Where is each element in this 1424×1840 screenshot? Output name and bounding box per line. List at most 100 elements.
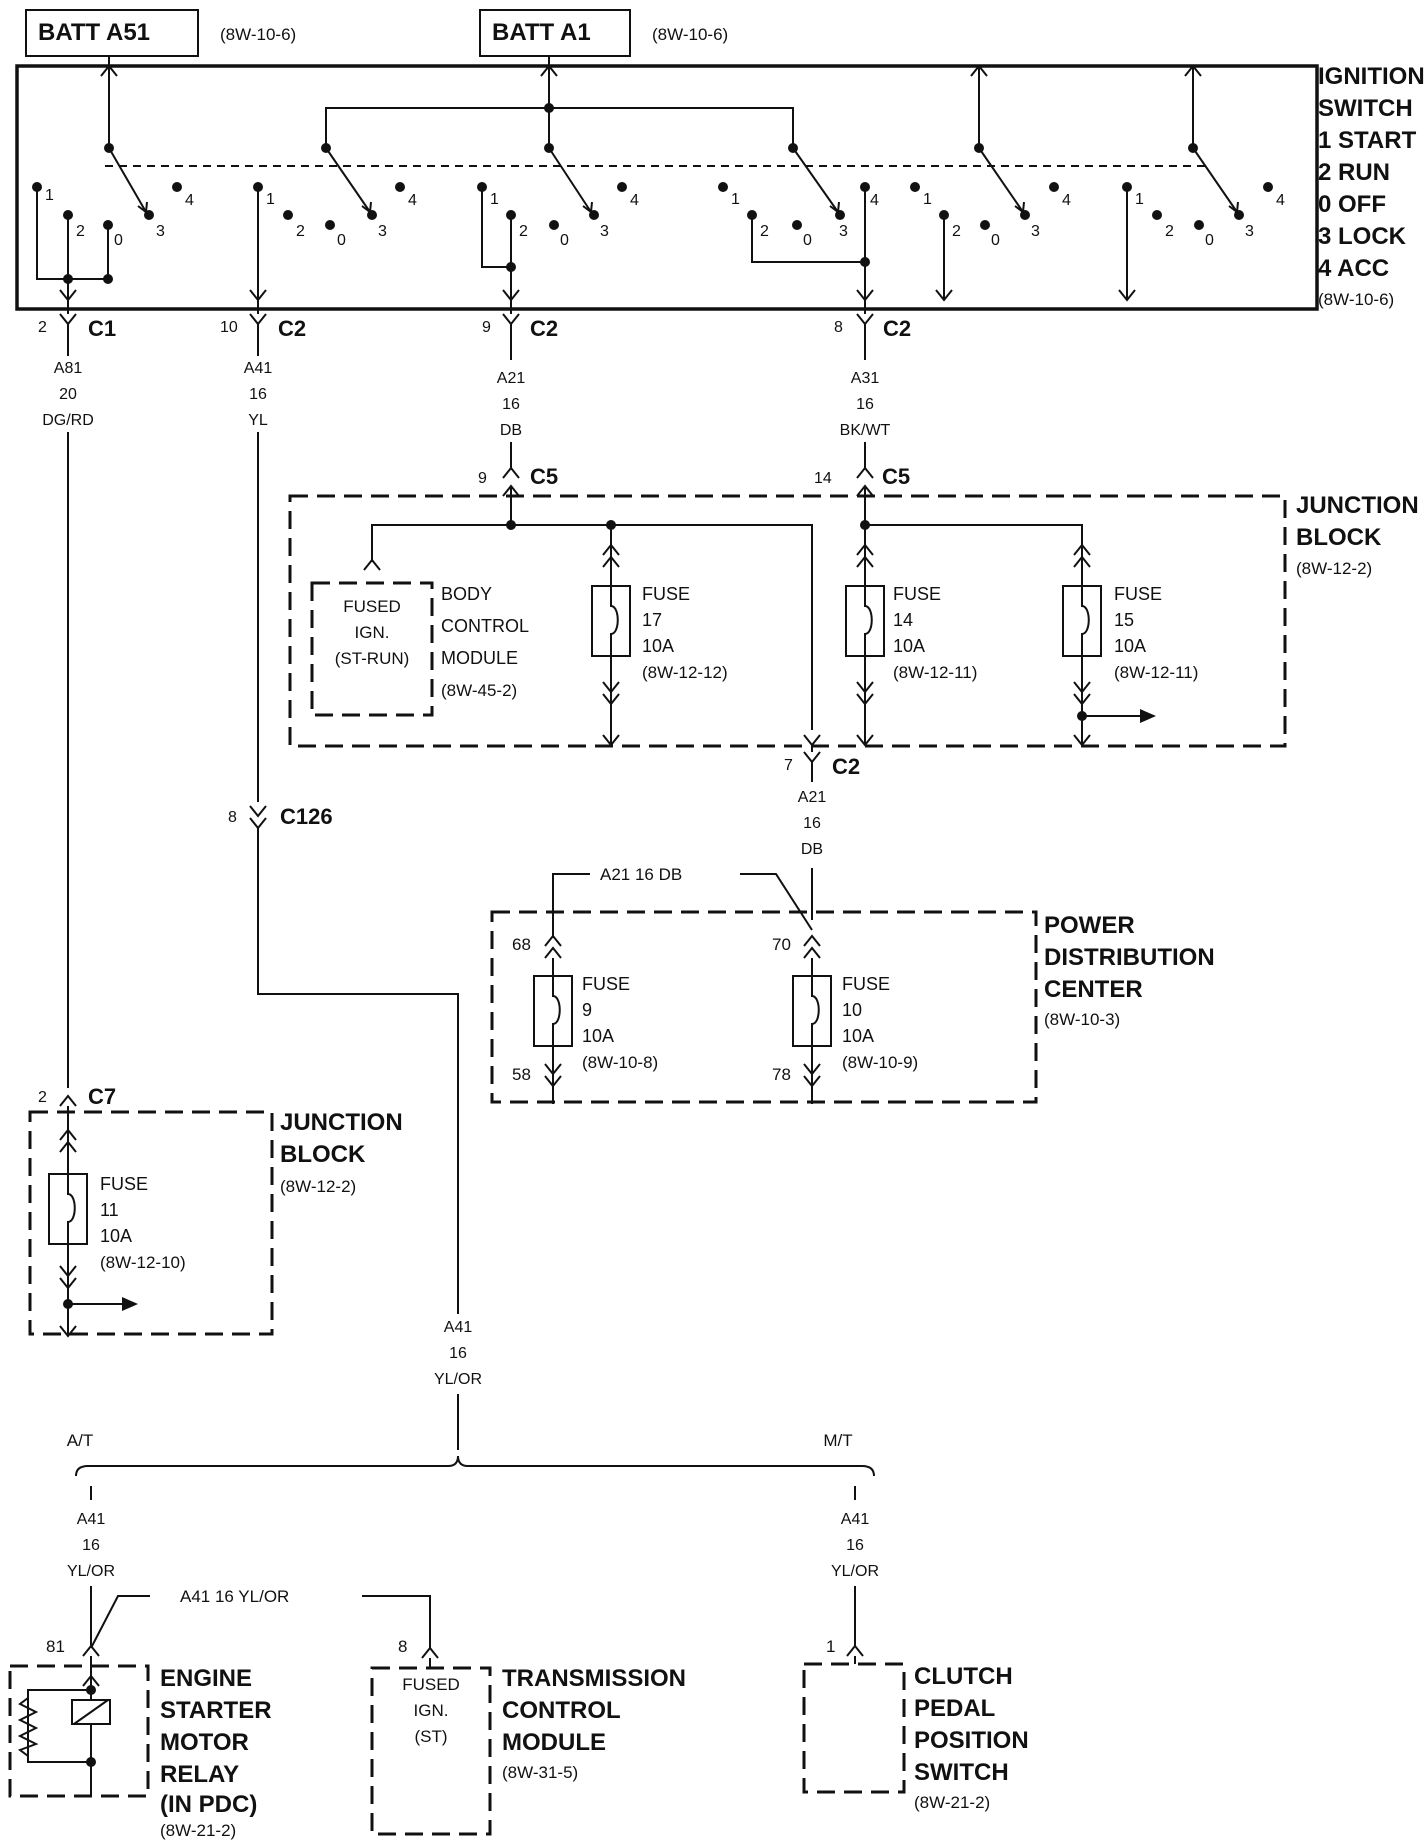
svg-text:(ST): (ST) [414,1727,447,1746]
svg-text:(8W-10-8): (8W-10-8) [582,1053,658,1072]
svg-text:A21: A21 [497,370,526,387]
fuse-10: 70 78 FUSE 10 10A (8W-10-9) [772,934,918,1104]
svg-text:BLOCK: BLOCK [1296,524,1382,551]
svg-text:2: 2 [38,1089,47,1106]
svg-text:3: 3 [600,223,609,240]
svg-text:FUSE: FUSE [1114,584,1162,604]
svg-text:(8W-10-9): (8W-10-9) [842,1053,918,1072]
svg-text:68: 68 [512,935,531,954]
at-label: A/T [67,1431,93,1450]
svg-text:C5: C5 [530,464,558,489]
svg-text:3: 3 [1245,223,1254,240]
svg-text:8: 8 [834,319,843,336]
svg-text:4: 4 [630,192,639,209]
svg-text:MODULE: MODULE [441,648,518,668]
batt-a51-label: BATT A51 [38,19,150,46]
wire-a31-label: A31 16 BK/WT [840,370,891,439]
svg-text:CONTROL: CONTROL [441,616,529,636]
svg-text:(8W-45-2): (8W-45-2) [441,681,517,700]
svg-text:10A: 10A [642,636,674,656]
svg-text:CLUTCH: CLUTCH [914,1663,1013,1690]
svg-text:(8W-12-11): (8W-12-11) [1114,663,1198,682]
svg-text:0: 0 [1205,232,1214,249]
svg-text:POSITION: POSITION [914,1727,1029,1754]
a21-jumper-label: A21 16 DB [600,865,682,884]
option-split-bracket: A/T M/T [67,1431,875,1477]
svg-text:10A: 10A [893,636,925,656]
svg-text:A21: A21 [798,789,827,806]
svg-text:C1: C1 [88,316,116,341]
svg-text:C5: C5 [882,464,910,489]
svg-text:(8W-31-5): (8W-31-5) [502,1763,578,1782]
svg-text:(8W-12-2): (8W-12-2) [1296,559,1372,578]
svg-text:9: 9 [482,319,491,336]
svg-text:(8W-12-10): (8W-12-10) [100,1253,186,1272]
svg-text:1: 1 [923,191,932,208]
svg-text:CENTER: CENTER [1044,976,1143,1003]
svg-text:3: 3 [378,223,387,240]
svg-text:(8W-10-6): (8W-10-6) [1318,290,1394,309]
svg-text:4: 4 [185,192,194,209]
svg-text:MOTOR: MOTOR [160,1729,249,1756]
svg-text:A31: A31 [851,370,880,387]
svg-text:10A: 10A [582,1026,614,1046]
svg-text:0: 0 [803,232,812,249]
svg-text:1: 1 [266,191,275,208]
svg-text:FUSE: FUSE [893,584,941,604]
fuse-11: FUSE 11 10A (8W-12-10) [48,1106,186,1338]
svg-text:MODULE: MODULE [502,1729,606,1756]
svg-text:YL: YL [248,412,268,429]
svg-text:(8W-10-3): (8W-10-3) [1044,1010,1120,1029]
svg-text:1 START: 1 START [1318,127,1417,154]
svg-text:(8W-12-2): (8W-12-2) [280,1177,356,1196]
fuse-17: FUSE 17 10A (8W-12-12) [591,525,728,747]
svg-text:FUSE: FUSE [100,1174,148,1194]
svg-text:1: 1 [731,191,740,208]
svg-text:A41: A41 [841,1511,870,1528]
mt-label: M/T [823,1431,852,1450]
svg-text:YL/OR: YL/OR [434,1371,482,1388]
svg-text:0 OFF: 0 OFF [1318,191,1386,218]
svg-text:C2: C2 [530,316,558,341]
wire-a81-label: A81 20 DG/RD [42,360,94,429]
wire-a41-at-label: A41 16 YL/OR [67,1511,115,1580]
svg-text:11: 11 [100,1200,119,1220]
svg-text:2: 2 [760,223,769,240]
svg-text:3: 3 [1031,223,1040,240]
transmission-control-module: 8 FUSED IGN. (ST) TRANSMISSION CONTROL M… [370,1637,686,1836]
svg-text:15: 15 [1114,610,1134,630]
connector-c2-7: 7 C2 [784,751,860,779]
svg-text:POWER: POWER [1044,912,1135,939]
svg-text:2: 2 [952,223,961,240]
svg-text:A41: A41 [244,360,273,377]
svg-text:(IN PDC): (IN PDC) [160,1791,257,1818]
svg-text:C126: C126 [280,804,333,829]
svg-text:(8W-21-2): (8W-21-2) [160,1821,236,1840]
svg-text:YL/OR: YL/OR [67,1563,115,1580]
wire-a21-label: A21 16 DB [497,370,526,439]
svg-text:1: 1 [45,187,54,204]
svg-text:(8W-21-2): (8W-21-2) [914,1793,990,1812]
svg-text:3: 3 [839,223,848,240]
ignition-switch-title: IGNITION SWITCH 1 START 2 RUN 0 OFF 3 LO… [1318,63,1424,309]
svg-text:BLOCK: BLOCK [280,1141,366,1168]
engine-starter-motor-relay: 81 A41 16 YL/OR ENGINE STARTER MOTOR REL… [8,1587,431,1840]
fuse-9: 68 58 FUSE 9 10A (8W-10-8) [512,934,658,1104]
svg-text:BODY: BODY [441,584,492,604]
svg-text:4: 4 [870,192,879,209]
wire-a41-mt-label: A41 16 YL/OR [831,1511,879,1580]
svg-text:10A: 10A [1114,636,1146,656]
svg-text:10: 10 [220,319,238,336]
fuse-14: FUSE 14 10A (8W-12-11) [845,543,977,747]
svg-text:0: 0 [337,232,346,249]
batt-a51-source: BATT A51 (8W-10-6) [25,9,296,57]
svg-text:CONTROL: CONTROL [502,1697,621,1724]
svg-text:TRANSMISSION: TRANSMISSION [502,1665,686,1692]
batt-a1-ref: (8W-10-6) [652,25,728,44]
connector-c126: 8 C126 [228,804,333,830]
svg-text:81: 81 [46,1637,65,1656]
batt-a1-source: BATT A1 (8W-10-6) [479,9,728,57]
batt-a51-ref: (8W-10-6) [220,25,296,44]
connector-c7: 2 C7 [38,1084,116,1109]
